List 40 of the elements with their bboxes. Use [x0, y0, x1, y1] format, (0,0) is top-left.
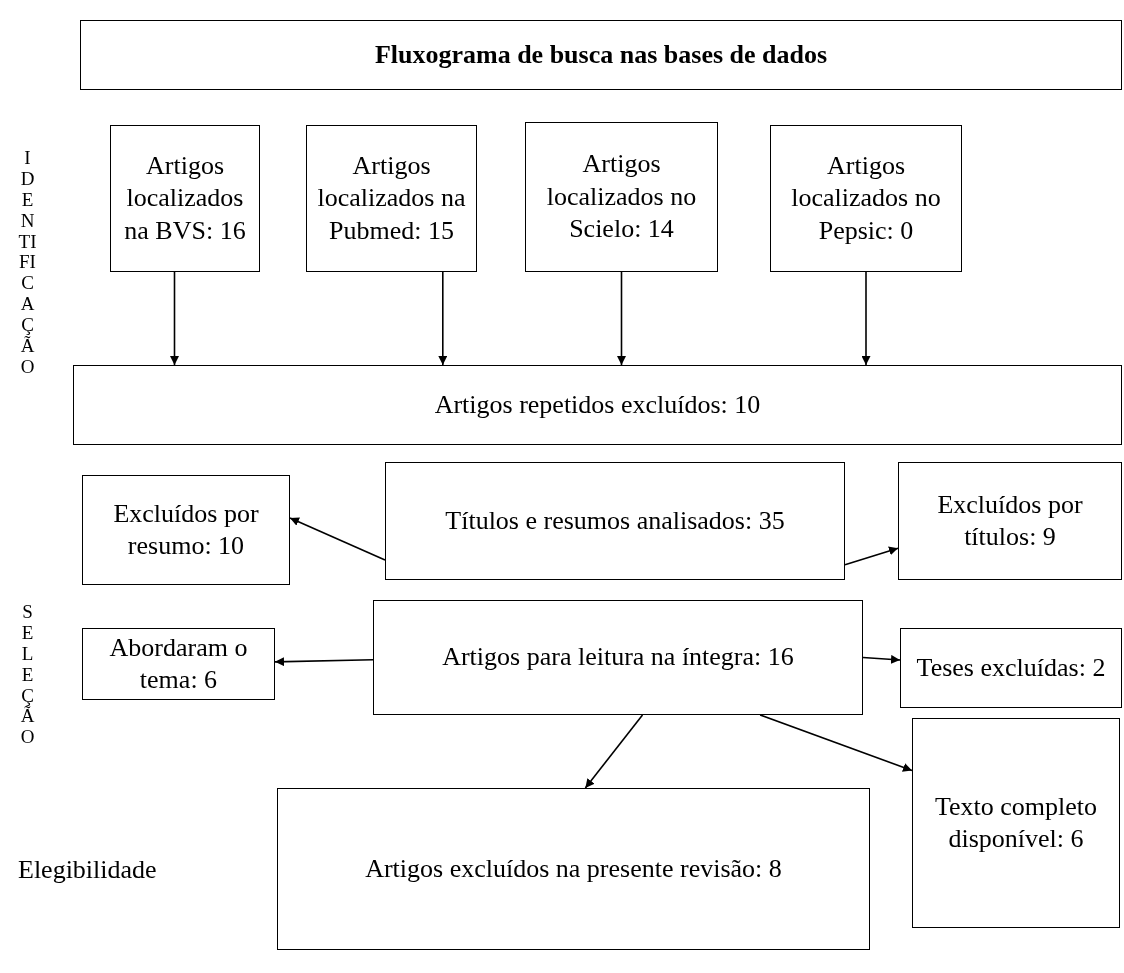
box-text: Texto completo disponível: 6 — [933, 790, 1099, 855]
box-text: Artigos excluídos na presente revisão: 8 — [365, 852, 782, 885]
arrow — [584, 714, 644, 789]
box-text: Teses excluídas: 2 — [916, 651, 1106, 684]
box-text: Artigos repetidos excluídos: 10 — [434, 388, 761, 421]
process-box — [912, 718, 1120, 928]
process-box — [525, 122, 718, 272]
process-box — [82, 475, 290, 585]
box-text: Abordaram o tema: 6 — [108, 631, 249, 696]
box-text: Artigos localizados na BVS: 16 — [123, 149, 247, 247]
arrow — [844, 546, 899, 566]
process-box — [770, 125, 962, 272]
section-label: IDENTIFICAÇÃO — [18, 148, 37, 378]
process-box — [82, 628, 275, 700]
process-box — [306, 125, 477, 272]
box-text: Artigos localizados na Pubmed: 15 — [317, 149, 466, 247]
process-box — [73, 365, 1122, 445]
box-text: Artigos localizados no Scielo: 14 — [545, 148, 698, 246]
arrow — [438, 271, 448, 366]
process-box — [110, 125, 260, 272]
process-box — [898, 462, 1122, 580]
arrow — [289, 517, 386, 561]
section-label: SELEÇÃO — [19, 602, 36, 749]
arrow — [274, 657, 374, 667]
box-text: Excluídos por títulos: 9 — [936, 488, 1084, 553]
process-box — [385, 462, 845, 580]
box-text: Excluídos por resumo: 10 — [112, 497, 260, 562]
process-box — [373, 600, 863, 715]
title: Fluxograma de busca nas bases de dados — [80, 20, 1122, 90]
box-text: Títulos e resumos analisados: 35 — [445, 504, 785, 537]
box-text: Artigos localizados no Pepsic: 0 — [790, 149, 942, 247]
box-text: Artigos para leitura na íntegra: 16 — [442, 641, 794, 674]
arrow — [617, 271, 626, 366]
arrow — [759, 714, 913, 772]
arrow — [170, 271, 179, 366]
arrow — [862, 654, 901, 664]
process-box — [900, 628, 1122, 708]
section-label: Elegibilidade — [18, 855, 157, 885]
process-box — [277, 788, 870, 950]
arrow — [861, 271, 871, 366]
